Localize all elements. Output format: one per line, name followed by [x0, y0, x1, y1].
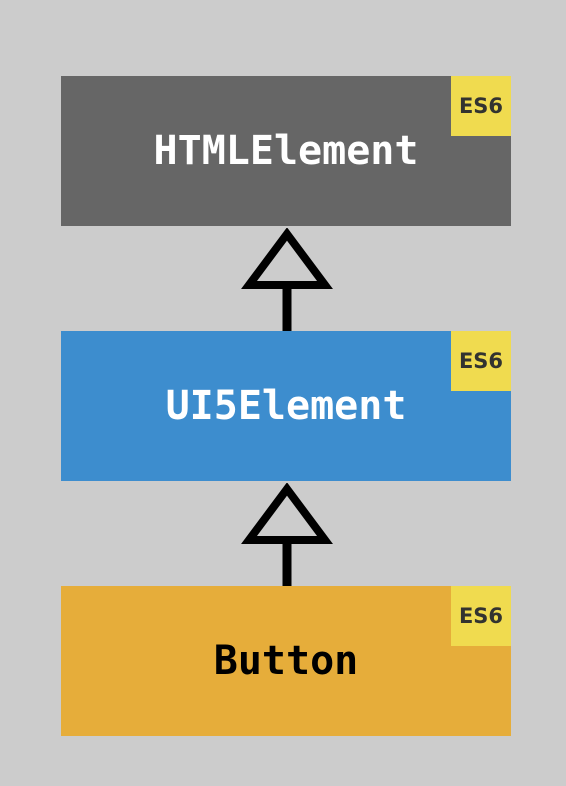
- class-label: HTMLElement: [153, 128, 419, 174]
- class-label: Button: [213, 638, 359, 684]
- class-box-htmlelement: HTMLElement ES6: [61, 76, 511, 226]
- es6-badge: ES6: [451, 586, 511, 646]
- es6-badge: ES6: [451, 331, 511, 391]
- class-box-ui5element: UI5Element ES6: [61, 331, 511, 481]
- class-label: UI5Element: [165, 383, 407, 429]
- inheritance-arrow-icon: [241, 483, 333, 587]
- class-box-button: Button ES6: [61, 586, 511, 736]
- inheritance-arrow-icon: [241, 228, 333, 332]
- es6-badge: ES6: [451, 76, 511, 136]
